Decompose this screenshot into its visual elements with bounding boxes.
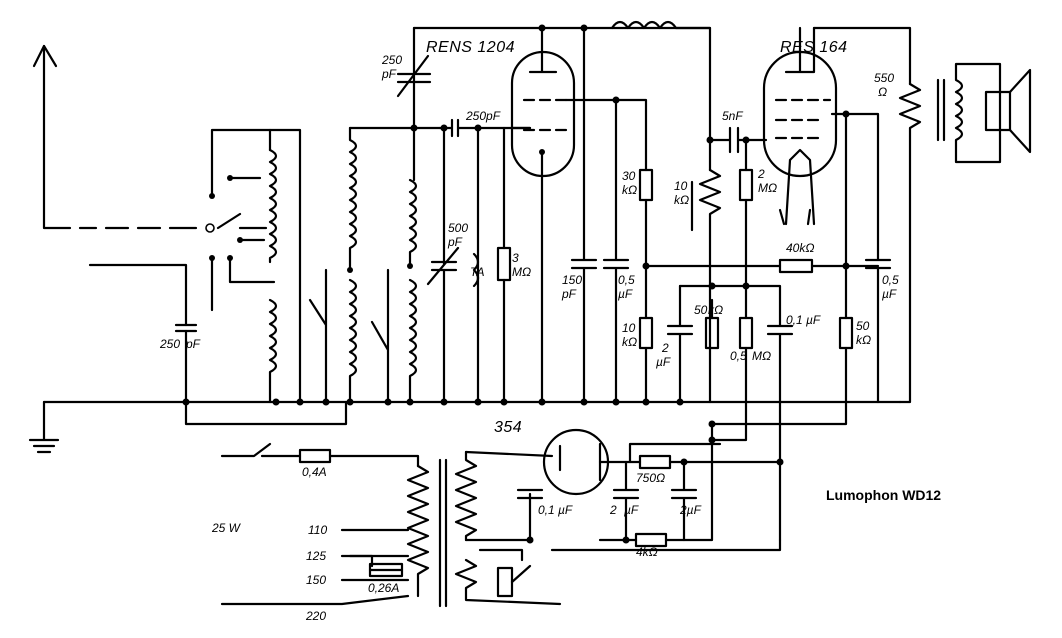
label-power-w: 25 W — [211, 521, 242, 535]
ground-rail — [28, 400, 902, 454]
label-r750: 750Ω — [636, 471, 665, 485]
brand-label: Lumophon WD12 — [826, 487, 941, 503]
label-v125: 125 — [306, 549, 326, 563]
label-c01-top-b: µF — [806, 313, 821, 327]
label-r30k-b: kΩ — [622, 183, 637, 197]
label-r50k-right-b: kΩ — [856, 333, 871, 347]
label-r30k-a: 30 — [622, 169, 636, 183]
tube-label-res-164: RES 164 — [780, 39, 848, 56]
label-c01-rect-a: 0,1 — [538, 503, 555, 517]
tuning-capacitors — [396, 26, 712, 404]
label-pickup: TA — [470, 265, 484, 279]
label-r10k-top-a: 10 — [674, 179, 688, 193]
label-c150-a: 150 — [562, 273, 582, 287]
secondary-windings — [454, 450, 562, 606]
label-r40k: 40kΩ — [786, 241, 814, 255]
label-c150-b: pF — [561, 287, 577, 301]
label-r-grid-a: 3 — [512, 251, 519, 265]
label-fuse-main: 0,4A — [302, 465, 327, 479]
label-c05a-b: µF — [618, 287, 633, 301]
label-r4k: 4kΩ — [636, 545, 658, 559]
label-c-tune2-a: 500 — [448, 221, 468, 235]
label-r05m-a: 0,5 — [730, 349, 747, 363]
label-c-ant-b: pF — [185, 337, 201, 351]
label-r50k-a: 50 — [694, 303, 708, 317]
label-c-tune-top-a: 250 — [381, 53, 402, 67]
tube-rens-1204 — [510, 26, 654, 404]
loudspeaker — [984, 68, 1032, 154]
label-r2m-a: 2 — [757, 167, 765, 181]
label-r-grid-b: MΩ — [512, 265, 531, 279]
mains-input — [220, 442, 448, 608]
label-r50k-right-a: 50 — [856, 319, 870, 333]
label-r10k-bot-b: kΩ — [622, 335, 637, 349]
choke-coil — [610, 20, 712, 172]
tube-res-164 — [762, 26, 922, 404]
label-c05b-b: µF — [882, 287, 897, 301]
label-c-grid: 250pF — [465, 109, 501, 123]
label-r550-b: Ω — [878, 85, 887, 99]
label-r2m-b: MΩ — [758, 181, 777, 195]
label-c05a-a: 0,5 — [618, 273, 635, 287]
tube-label-354: 354 — [494, 419, 522, 436]
input-coil-bank — [209, 128, 302, 404]
label-fuse-sec: 0,26A — [368, 581, 399, 595]
rectifier-354 — [516, 422, 782, 552]
label-c2uf-a: 2 — [661, 341, 669, 355]
volume-potentiometer — [690, 126, 768, 404]
label-v110: 110 — [308, 523, 327, 537]
grid-network — [644, 112, 880, 542]
label-c-tune-top-b: pF — [381, 67, 397, 81]
label-c2uf-l-b: µF — [624, 503, 639, 517]
antenna-capacitor — [88, 263, 348, 426]
label-v220: 220 — [305, 609, 326, 623]
label-r10k-top-b: kΩ — [674, 193, 689, 207]
antenna-symbol — [32, 44, 215, 233]
label-c01-rect-b: µF — [558, 503, 573, 517]
label-c5nf: 5nF — [722, 109, 743, 123]
output-transformer — [936, 62, 1002, 164]
label-c2uf-b: µF — [656, 355, 671, 369]
junction-dots — [182, 24, 850, 544]
label-r05m-b: MΩ — [752, 349, 771, 363]
label-r550-a: 550 — [874, 71, 894, 85]
label-c-ant-a: 250 — [159, 337, 180, 351]
label-c05b-a: 0,5 — [882, 273, 899, 287]
label-c01-top-a: 0,1 — [786, 313, 803, 327]
label-r50k-b: kΩ — [708, 303, 723, 317]
label-r10k-bot-a: 10 — [622, 321, 636, 335]
rf-coil-bank — [308, 126, 442, 404]
label-c2uf-r: 2µF — [679, 503, 702, 517]
label-v150: 150 — [306, 573, 326, 587]
label-c2uf-l-a: 2 — [609, 503, 617, 517]
tube-label-rens-1204: RENS 1204 — [426, 39, 515, 56]
label-c-tune2-b: pF — [447, 235, 463, 249]
